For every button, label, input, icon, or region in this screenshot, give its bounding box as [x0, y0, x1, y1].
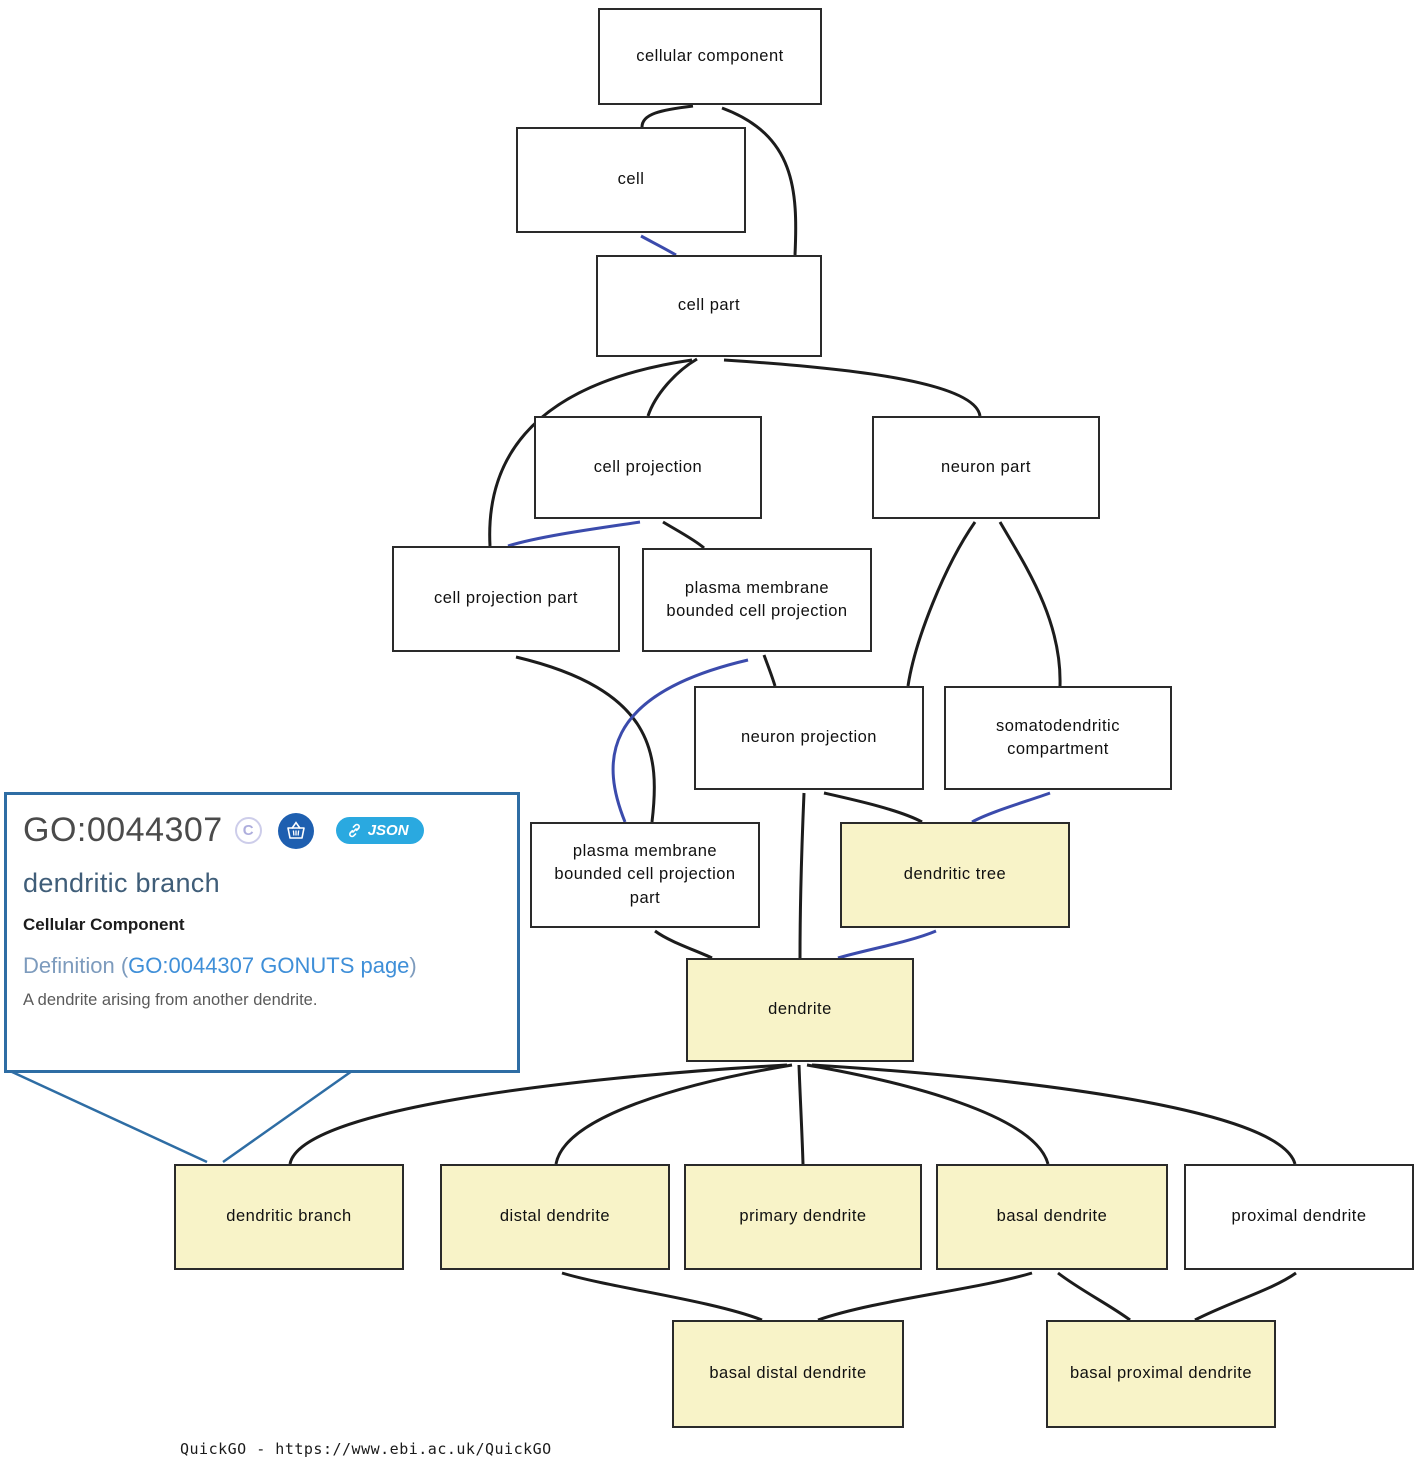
node-cell-part[interactable]: cell part [596, 255, 822, 357]
go-id: GO:0044307 [23, 811, 223, 849]
edge-dendritic-branch-to-dendrite [288, 1063, 788, 1165]
edge-cell-part-to-cell [640, 234, 677, 257]
node-plasma-membrane-bounded-cell-projection-part[interactable]: plasma membrane bounded cell projection … [530, 822, 760, 928]
quickgo-attribution: QuickGO - https://www.ebi.ac.uk/QuickGO [180, 1440, 552, 1458]
edge-basal-distal-to-distal-dendrite [561, 1271, 763, 1322]
node-proximal-dendrite[interactable]: proximal dendrite [1184, 1164, 1414, 1270]
edge-neuron-projection-to-pmbc-projection [762, 654, 777, 687]
edge-proximal-dendrite-to-dendrite [811, 1063, 1297, 1165]
definition-line: Definition (GO:0044307 GONUTS page) [23, 953, 499, 979]
node-cell[interactable]: cell [516, 127, 746, 233]
edge-dendrite-to-neuron-projection [798, 792, 806, 959]
node-cell-projection-part[interactable]: cell projection part [392, 546, 620, 652]
edge-cell-to-cellular-component [640, 104, 694, 128]
edge-dendrite-to-dendritic-tree [837, 929, 937, 960]
popup-callout-line-right [222, 1069, 353, 1164]
node-neuron-projection[interactable]: neuron projection [694, 686, 924, 790]
node-basal-dendrite[interactable]: basal dendrite [936, 1164, 1168, 1270]
definition-label-close: ) [409, 953, 417, 978]
definition-text: A dendrite arising from another dendrite… [23, 991, 318, 1009]
edge-basal-proximal-to-basal-dendrite [1057, 1271, 1131, 1322]
add-to-basket-button[interactable] [277, 812, 314, 849]
node-plasma-membrane-bounded-cell-projection[interactable]: plasma membrane bounded cell projection [642, 548, 872, 652]
edge-somatodendritic-to-neuron-part [998, 521, 1062, 687]
json-badge-label: JSON [367, 822, 409, 839]
edge-dendritic-tree-to-neuron-projection [823, 791, 923, 824]
gonuts-page-link[interactable]: GO:0044307 GONUTS page [128, 953, 410, 978]
edge-dendritic-tree-to-somatodendritic [971, 791, 1051, 824]
edge-basal-distal-to-basal-dendrite [817, 1271, 1033, 1322]
edge-neuron-projection-to-neuron-part [906, 521, 977, 687]
edge-basal-dendrite-to-dendrite [806, 1063, 1050, 1165]
edge-cell-projection-to-cell-part [646, 357, 698, 417]
definition-label-open: Definition ( [23, 953, 129, 978]
json-badge-button[interactable]: JSON [335, 817, 424, 844]
node-dendritic-branch[interactable]: dendritic branch [174, 1164, 404, 1270]
edge-primary-dendrite-to-dendrite [797, 1064, 805, 1165]
node-neuron-part[interactable]: neuron part [872, 416, 1100, 519]
basket-icon [286, 821, 306, 840]
edge-neuron-part-to-cell-part [723, 358, 982, 417]
node-distal-dendrite[interactable]: distal dendrite [440, 1164, 670, 1270]
popup-header: GO:0044307 C [23, 811, 499, 850]
node-somatodendritic-compartment[interactable]: somatodendritic compartment [944, 686, 1172, 790]
node-dendrite[interactable]: dendrite [686, 958, 914, 1062]
term-name: dendritic branch [23, 868, 220, 898]
edge-pmbcp-part-to-cell-projection-part [515, 655, 656, 823]
node-cellular-component[interactable]: cellular component [598, 8, 822, 105]
node-primary-dendrite[interactable]: primary dendrite [684, 1164, 922, 1270]
aspect-c-icon: C [234, 817, 262, 844]
edge-cell-projection-part-to-cell-projection [507, 520, 641, 548]
edge-pmbc-projection-to-cell-projection [662, 520, 705, 550]
link-icon [347, 823, 362, 838]
edge-distal-dendrite-to-dendrite [554, 1063, 793, 1165]
term-info-popup: GO:0044307 C [4, 792, 520, 1073]
node-dendritic-tree[interactable]: dendritic tree [840, 822, 1070, 928]
term-aspect: Cellular Component [23, 915, 185, 934]
node-basal-distal-dendrite[interactable]: basal distal dendrite [672, 1320, 904, 1428]
edge-dendrite-to-pmbcp-part [654, 929, 713, 960]
popup-callout-line-left [9, 1069, 208, 1164]
node-basal-proximal-dendrite[interactable]: basal proximal dendrite [1046, 1320, 1276, 1428]
node-cell-projection[interactable]: cell projection [534, 416, 762, 519]
edge-basal-proximal-to-proximal-dendrite [1194, 1271, 1297, 1322]
